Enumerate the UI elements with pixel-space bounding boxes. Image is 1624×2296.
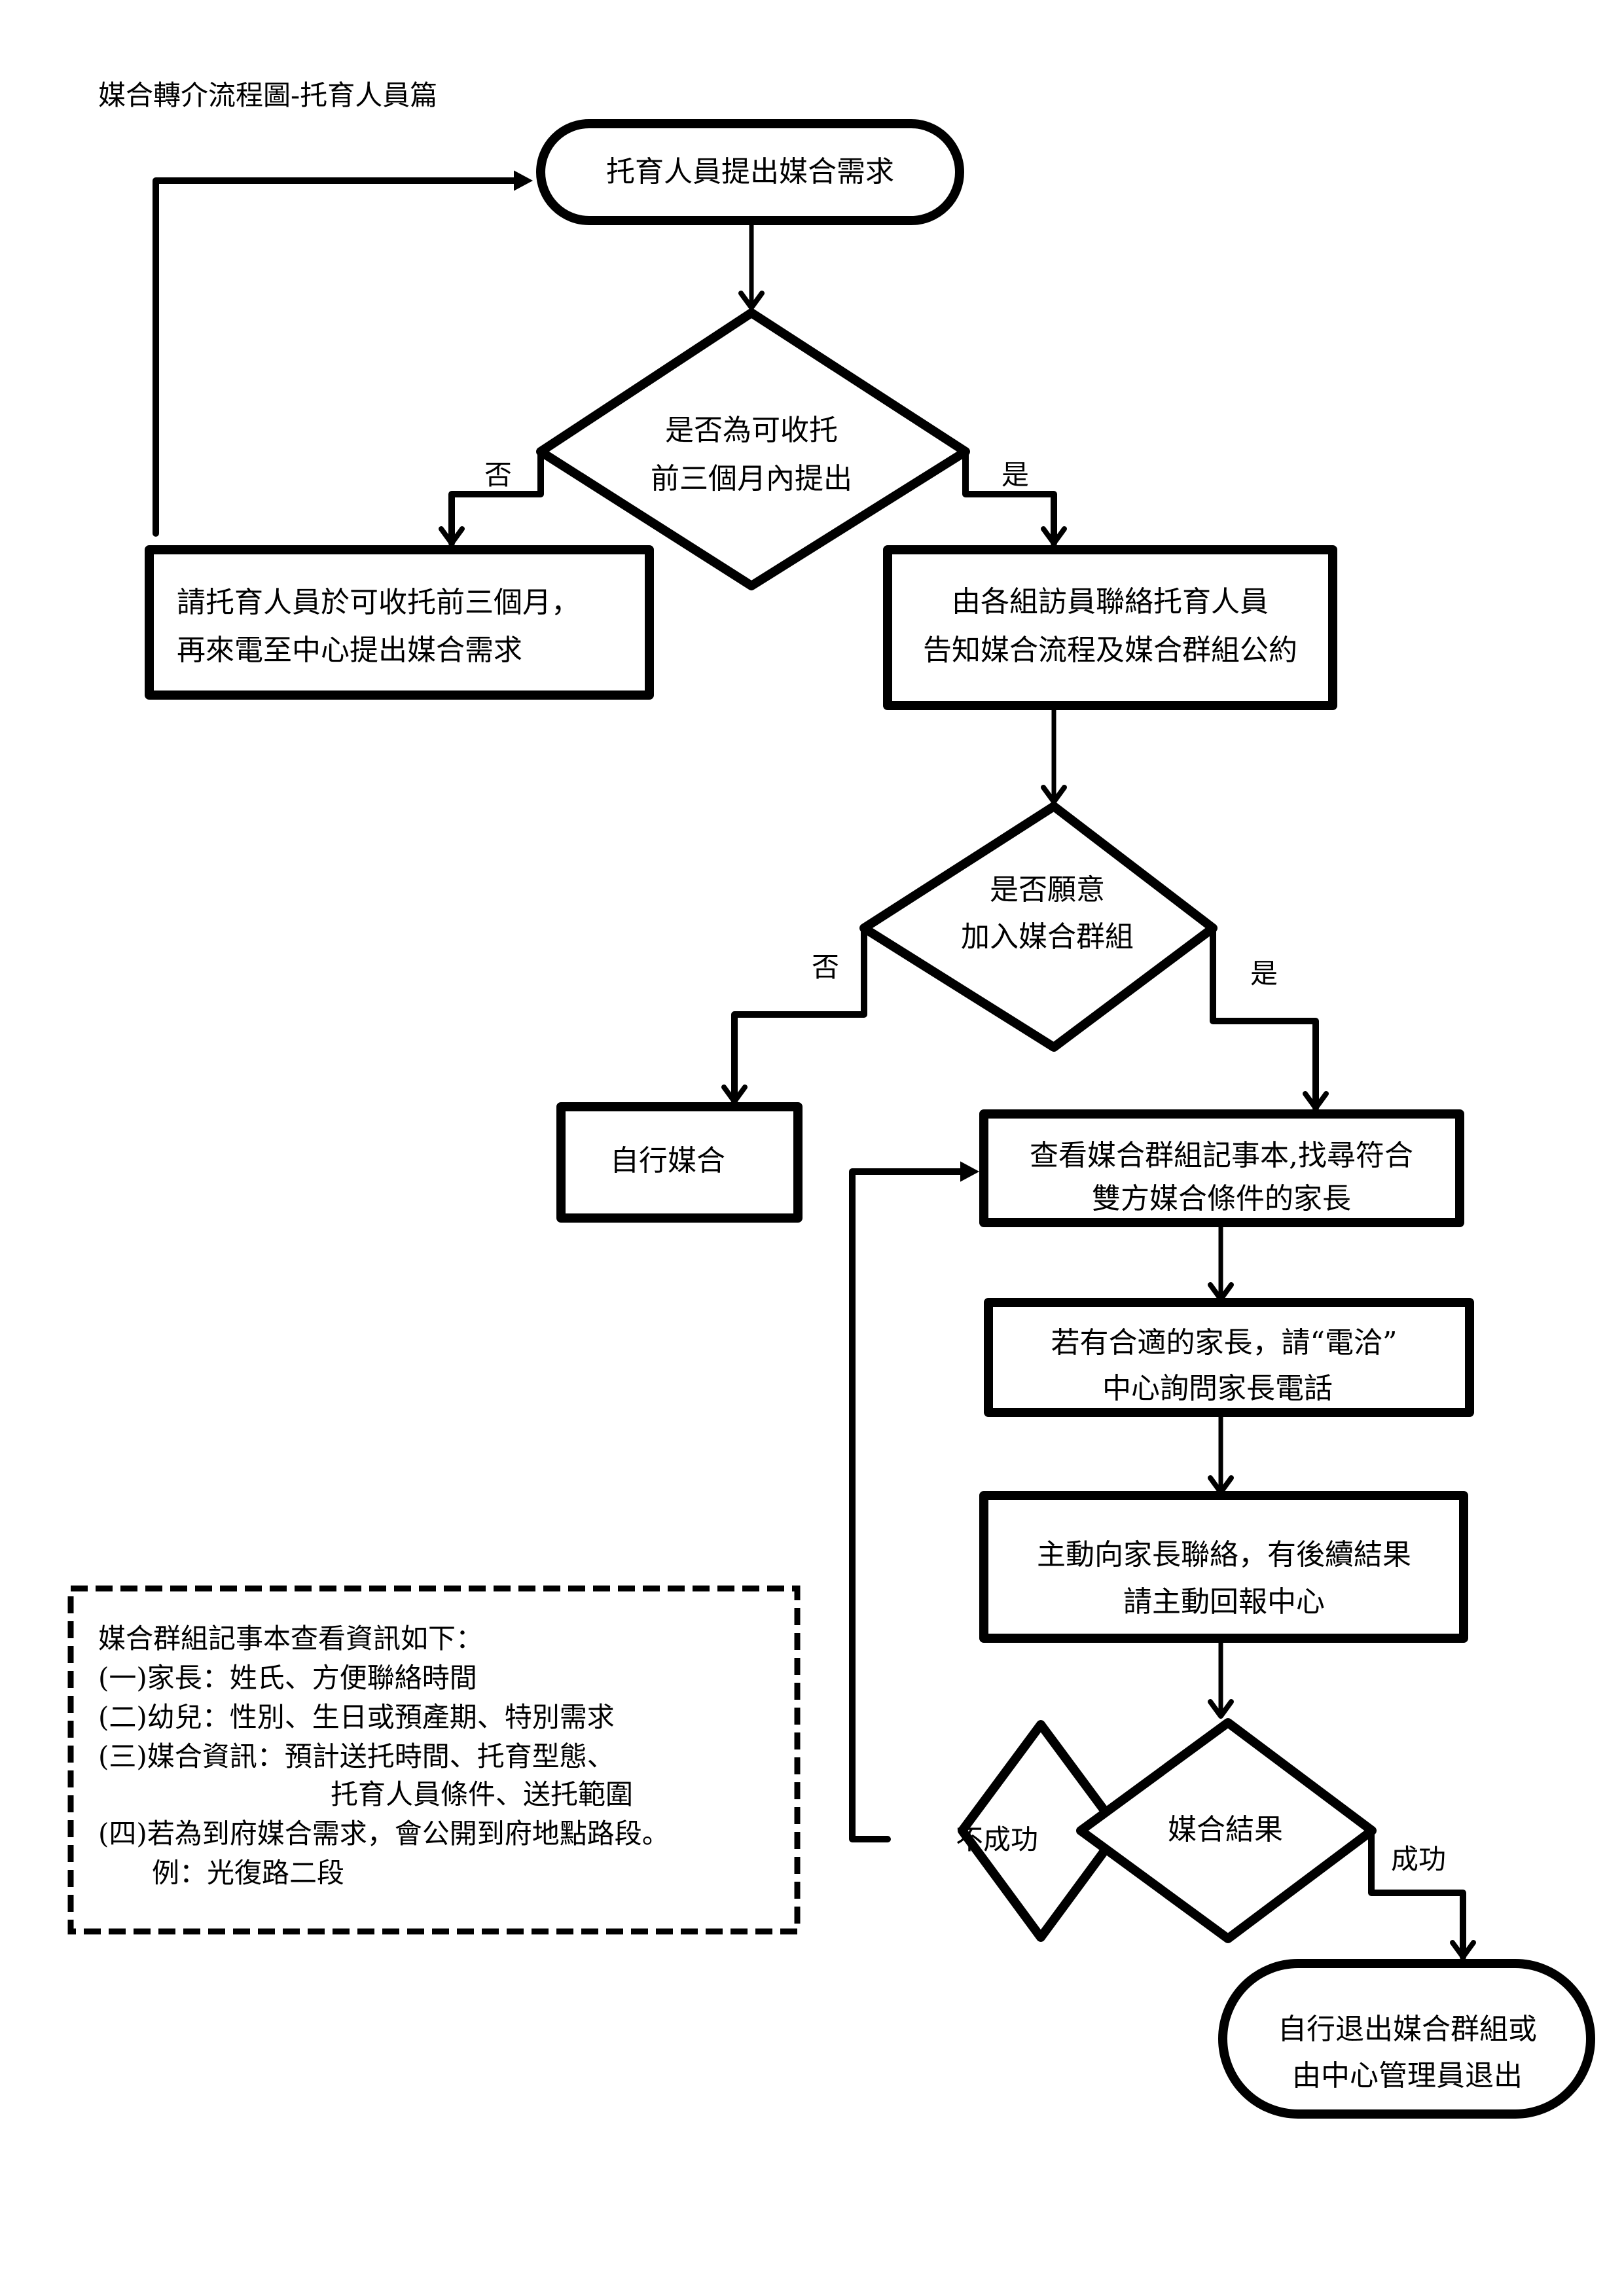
- node-check-notebook-line2: 雙方媒合條件的家長: [1092, 1182, 1351, 1215]
- label-result-success: 成功: [1391, 1843, 1446, 1875]
- node-end-line2: 由中心管理員退出: [1292, 2059, 1523, 2092]
- note-line-heading: 媒合群組記事本查看資訊如下：: [98, 1623, 483, 1655]
- connector-timing-yes: [962, 448, 1067, 547]
- node-contact-parent-line2: 請主動回報中心: [1123, 1585, 1325, 1619]
- note-line-3: (三)媒合資訊：預計送托時間、托育型態、: [98, 1740, 615, 1772]
- note-line-4-example: 例：光復路二段: [152, 1857, 344, 1889]
- node-reject-timing-line1: 請托育人員於可收托前三個月，: [177, 586, 580, 619]
- node-decision-join-line1: 是否願意: [990, 873, 1105, 906]
- connector-loop-to-start: [153, 170, 533, 537]
- node-reject-timing-line2: 再來電至中心提出媒合需求: [177, 634, 522, 667]
- label-timing-no: 否: [484, 459, 512, 491]
- node-contact-parent-line1: 主動向家長聯絡，有後續結果: [1037, 1538, 1411, 1571]
- node-contact-caregiver[interactable]: 由各組訪員聯絡托育人員 告知媒合流程及媒合群組公約: [883, 545, 1337, 710]
- info-note-box: 媒合群組記事本查看資訊如下： (一)家長：姓氏、方便聯絡時間 (二)幼兒：性別、…: [67, 1585, 801, 1935]
- connector-timing-no: [439, 448, 544, 547]
- node-contact-caregiver-line1: 由各組訪員聯絡托育人員: [952, 585, 1269, 619]
- connector-result-success: [1368, 1827, 1476, 1960]
- connector-start-to-timing: [738, 219, 765, 310]
- connector-notebook-to-call: [1208, 1221, 1234, 1302]
- note-line-1: (一)家長：姓氏、方便聯絡時間: [98, 1662, 477, 1694]
- node-self-match-text: 自行媒合: [610, 1144, 725, 1177]
- node-decision-timing-line1: 是否為可收托: [665, 414, 838, 447]
- node-decision-timing-line2: 前三個月內提出: [651, 462, 852, 495]
- node-result[interactable]: 媒合結果: [1076, 1718, 1377, 1943]
- node-contact-parent[interactable]: 主動向家長聯絡，有後續結果 請主動回報中心: [979, 1491, 1468, 1643]
- node-reject-timing[interactable]: 請托育人員於可收托前三個月， 再來電至中心提出媒合需求: [145, 545, 654, 700]
- label-join-no: 否: [812, 951, 839, 983]
- note-line-3-cont: 托育人員條件、送托範圍: [331, 1778, 633, 1810]
- node-result-text: 媒合結果: [1168, 1813, 1283, 1846]
- node-call-center-line1: 若有合適的家長，請“電洽”: [1051, 1326, 1398, 1359]
- label-result-fail: 不成功: [956, 1823, 1038, 1856]
- node-check-notebook-line1: 查看媒合群組記事本,找尋符合: [1030, 1139, 1413, 1172]
- node-call-center[interactable]: 若有合適的家長，請“電洽” 中心詢問家長電話: [984, 1298, 1474, 1417]
- node-decision-join[interactable]: 是否願意 加入媒合群組: [859, 802, 1218, 1052]
- connector-result-fail: [849, 1161, 980, 1842]
- node-start[interactable]: 托育人員提出媒合需求: [536, 119, 964, 225]
- node-end[interactable]: 自行退出媒合群組或 由中心管理員退出: [1218, 1959, 1595, 2119]
- node-check-notebook[interactable]: 查看媒合群組記事本,找尋符合 雙方媒合條件的家長: [979, 1109, 1464, 1227]
- node-start-text: 托育人員提出媒合需求: [606, 155, 894, 188]
- node-end-line1: 自行退出媒合群組或: [1278, 2013, 1537, 2046]
- page-title: 媒合轉介流程圖-托育人員篇: [98, 79, 437, 111]
- node-decision-timing[interactable]: 是否為可收托 前三個月內提出: [536, 308, 970, 590]
- connector-call-to-parent: [1208, 1411, 1234, 1495]
- note-line-2: (二)幼兒：性別、生日或預產期、特別需求: [98, 1701, 615, 1733]
- node-call-center-line2: 中心詢問家長電話: [1102, 1372, 1333, 1405]
- connector-parent-to-result: [1208, 1637, 1234, 1719]
- node-contact-caregiver-line2: 告知媒合流程及媒合群組公約: [923, 634, 1297, 667]
- node-decision-join-line2: 加入媒合群組: [961, 920, 1134, 954]
- connector-join-no: [721, 925, 867, 1105]
- connector-join-yes: [1210, 925, 1329, 1111]
- label-join-yes: 是: [1250, 958, 1278, 990]
- label-timing-yes: 是: [1001, 459, 1029, 491]
- note-line-4: (四)若為到府媒合需求，會公開到府地點路段。: [98, 1818, 670, 1850]
- node-self-match[interactable]: 自行媒合: [556, 1102, 803, 1223]
- node-decision-result[interactable]: [958, 1720, 1124, 1942]
- connector-contact-to-join: [1041, 704, 1067, 804]
